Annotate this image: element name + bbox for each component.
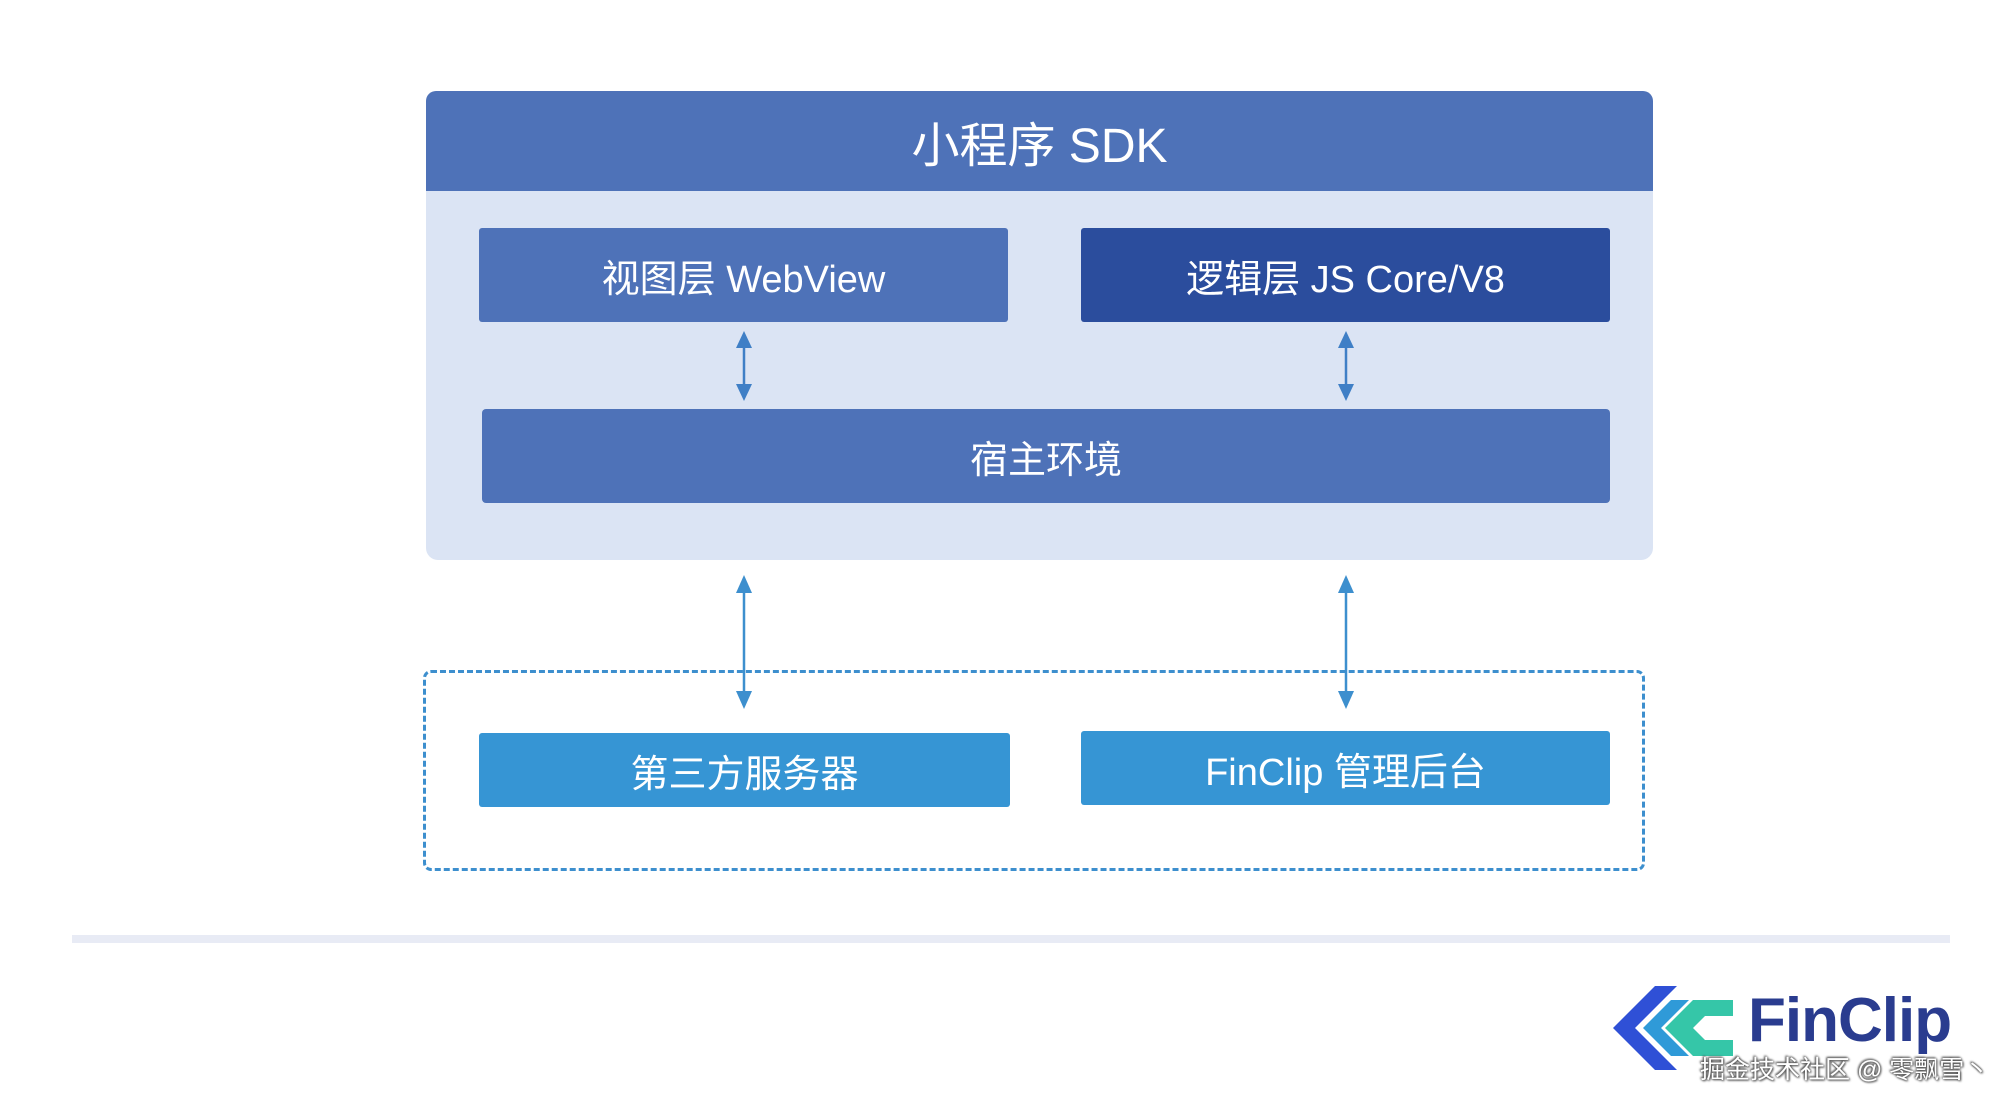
arrow-view-to-host xyxy=(736,331,752,401)
arrow-sdk-to-finclip-admin xyxy=(1338,575,1354,709)
finclip-logo-icon xyxy=(1613,986,1733,1070)
finclip-logo-text: FinClip xyxy=(1748,986,1952,1055)
host-environment-box: 宿主环境 xyxy=(482,409,1610,503)
divider-line xyxy=(72,935,1950,943)
watermark-text: 掘金技术社区 @ 零飘雪丶 xyxy=(1700,1056,1990,1084)
finclip-admin-box: FinClip 管理后台 xyxy=(1081,731,1610,805)
arrow-logic-to-host xyxy=(1338,331,1354,401)
logic-layer-box: 逻辑层 JS Core/V8 xyxy=(1081,228,1610,322)
arrow-sdk-to-third-party xyxy=(736,575,752,709)
third-party-server-box: 第三方服务器 xyxy=(479,733,1010,807)
external-services-group xyxy=(423,670,1645,871)
view-layer-box: 视图层 WebView xyxy=(479,228,1008,322)
sdk-title: 小程序 SDK xyxy=(426,91,1653,191)
